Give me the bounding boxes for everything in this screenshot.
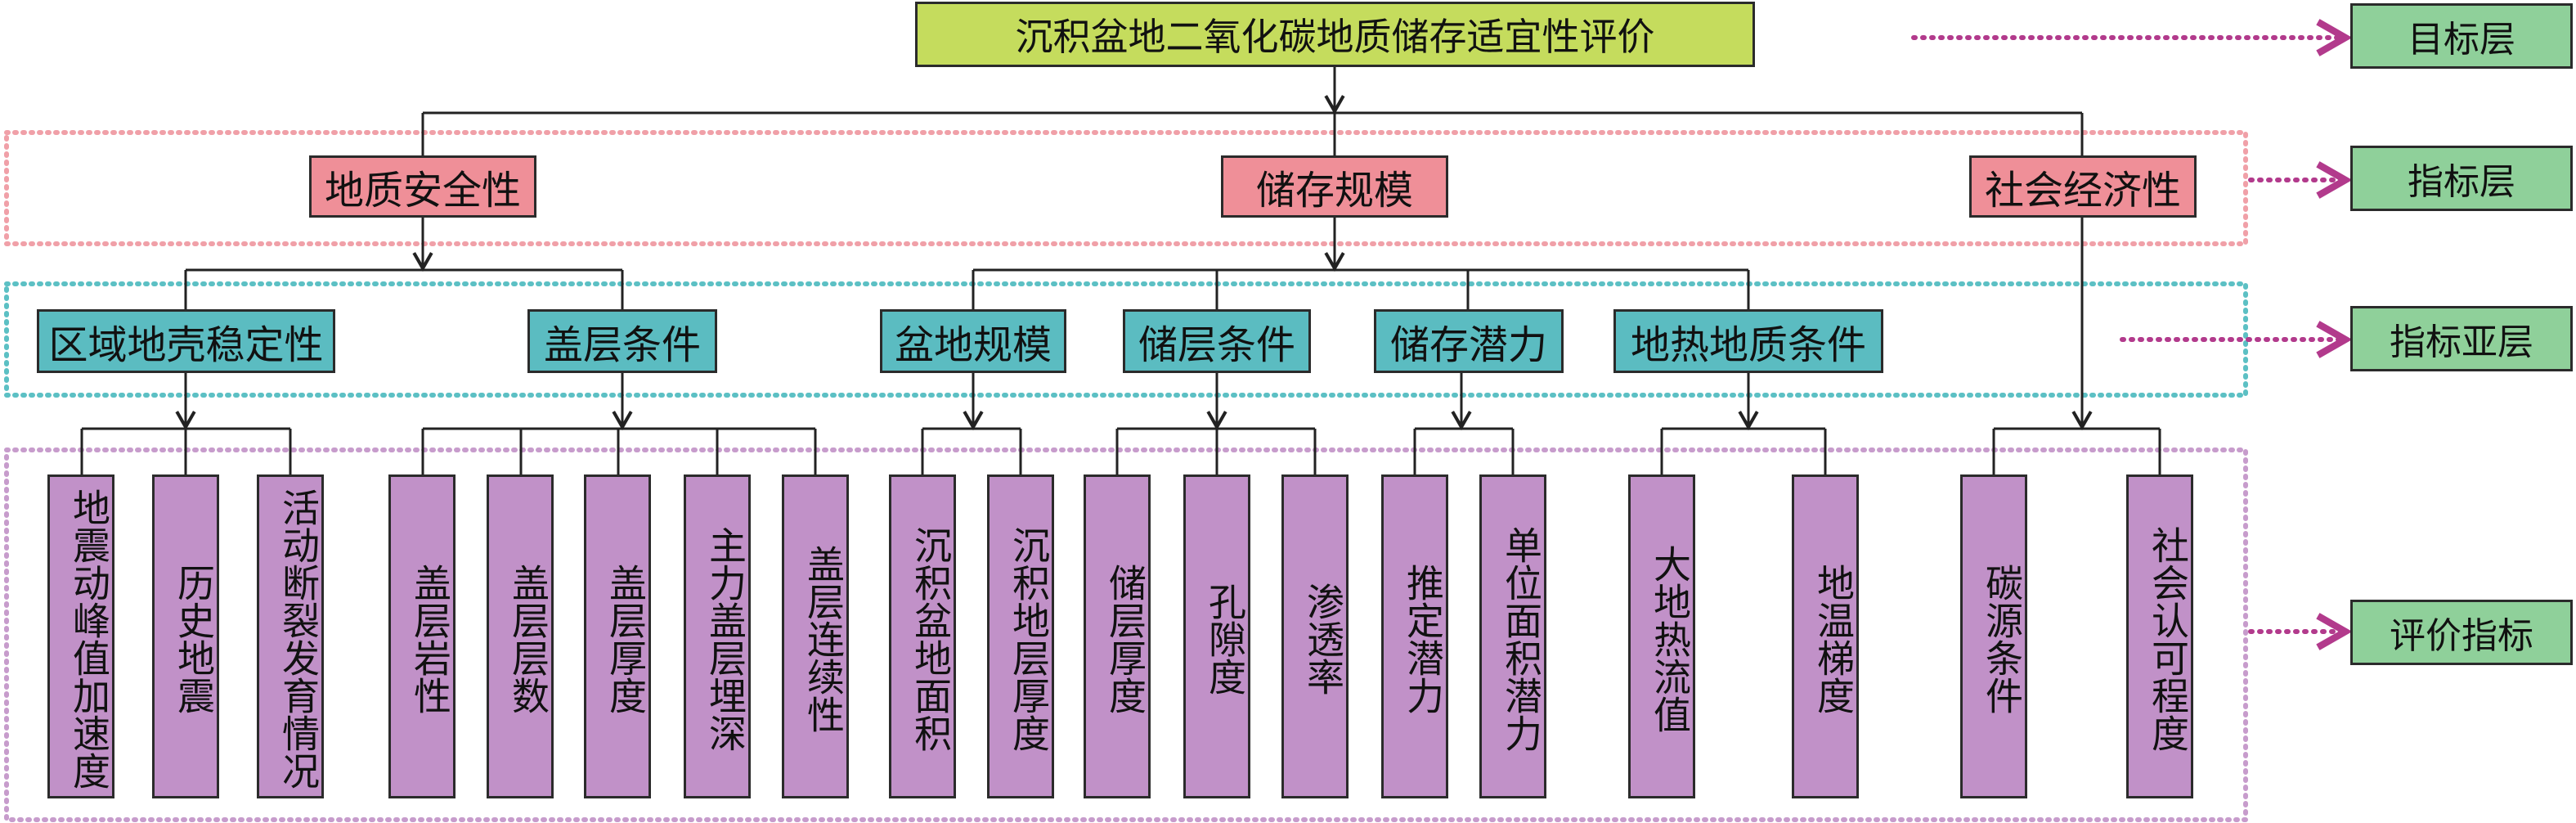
leaf-caprock-lithology: 盖层岩性 (388, 474, 456, 798)
indicator-geological-safety: 地质安全性 (309, 155, 536, 218)
sub-indicator-reservoir-conditions: 储层条件 (1123, 309, 1311, 373)
layer-label-sub-indicator: 指标亚层 (2350, 306, 2573, 371)
leaf-peak-ground-acceleration: 地震动峰值加速度 (47, 474, 114, 798)
layer-label-evaluation: 评价指标 (2350, 600, 2573, 665)
sub-indicator-storage-potential: 储存潜力 (1374, 309, 1564, 373)
leaf-permeability: 渗透率 (1281, 474, 1349, 798)
sub-indicator-caprock-conditions: 盖层条件 (527, 309, 717, 373)
root-goal-box: 沉积盆地二氧化碳地质储存适宜性评价 (915, 2, 1755, 67)
leaf-main-caprock-depth: 主力盖层埋深 (684, 474, 751, 798)
sub-indicator-geothermal-conditions: 地热地质条件 (1613, 309, 1883, 373)
indicator-storage-scale: 储存规模 (1221, 155, 1448, 218)
leaf-porosity: 孔隙度 (1183, 474, 1250, 798)
sub-indicator-basin-scale: 盆地规模 (880, 309, 1066, 373)
leaf-estimated-potential: 推定潜力 (1381, 474, 1448, 798)
sub-indicator-layer-frame (4, 281, 2248, 398)
indicator-layer-frame (4, 130, 2248, 246)
leaf-heat-flow: 大地热流值 (1628, 474, 1695, 798)
leaf-historical-earthquakes: 历史地震 (152, 474, 219, 798)
evaluation-layer-frame (4, 447, 2248, 822)
leaf-caprock-continuity: 盖层连续性 (782, 474, 849, 798)
sub-indicator-crustal-stability: 区域地壳稳定性 (37, 309, 335, 373)
leaf-social-acceptance: 社会认可程度 (2126, 474, 2193, 798)
leaf-caprock-thickness: 盖层厚度 (584, 474, 651, 798)
leaf-geothermal-gradient: 地温梯度 (1792, 474, 1859, 798)
leaf-caprock-count: 盖层层数 (487, 474, 554, 798)
leaf-reservoir-thickness: 储层厚度 (1084, 474, 1151, 798)
leaf-potential-per-area: 单位面积潜力 (1479, 474, 1546, 798)
leaf-carbon-source: 碳源条件 (1960, 474, 2027, 798)
indicator-socioeconomic: 社会经济性 (1969, 155, 2197, 218)
leaf-basin-area: 沉积盆地面积 (889, 474, 956, 798)
layer-label-indicator: 指标层 (2350, 146, 2573, 211)
layer-label-target: 目标层 (2350, 3, 2573, 69)
leaf-strata-thickness: 沉积地层厚度 (987, 474, 1054, 798)
leaf-active-faults: 活动断裂发育情况 (257, 474, 324, 798)
